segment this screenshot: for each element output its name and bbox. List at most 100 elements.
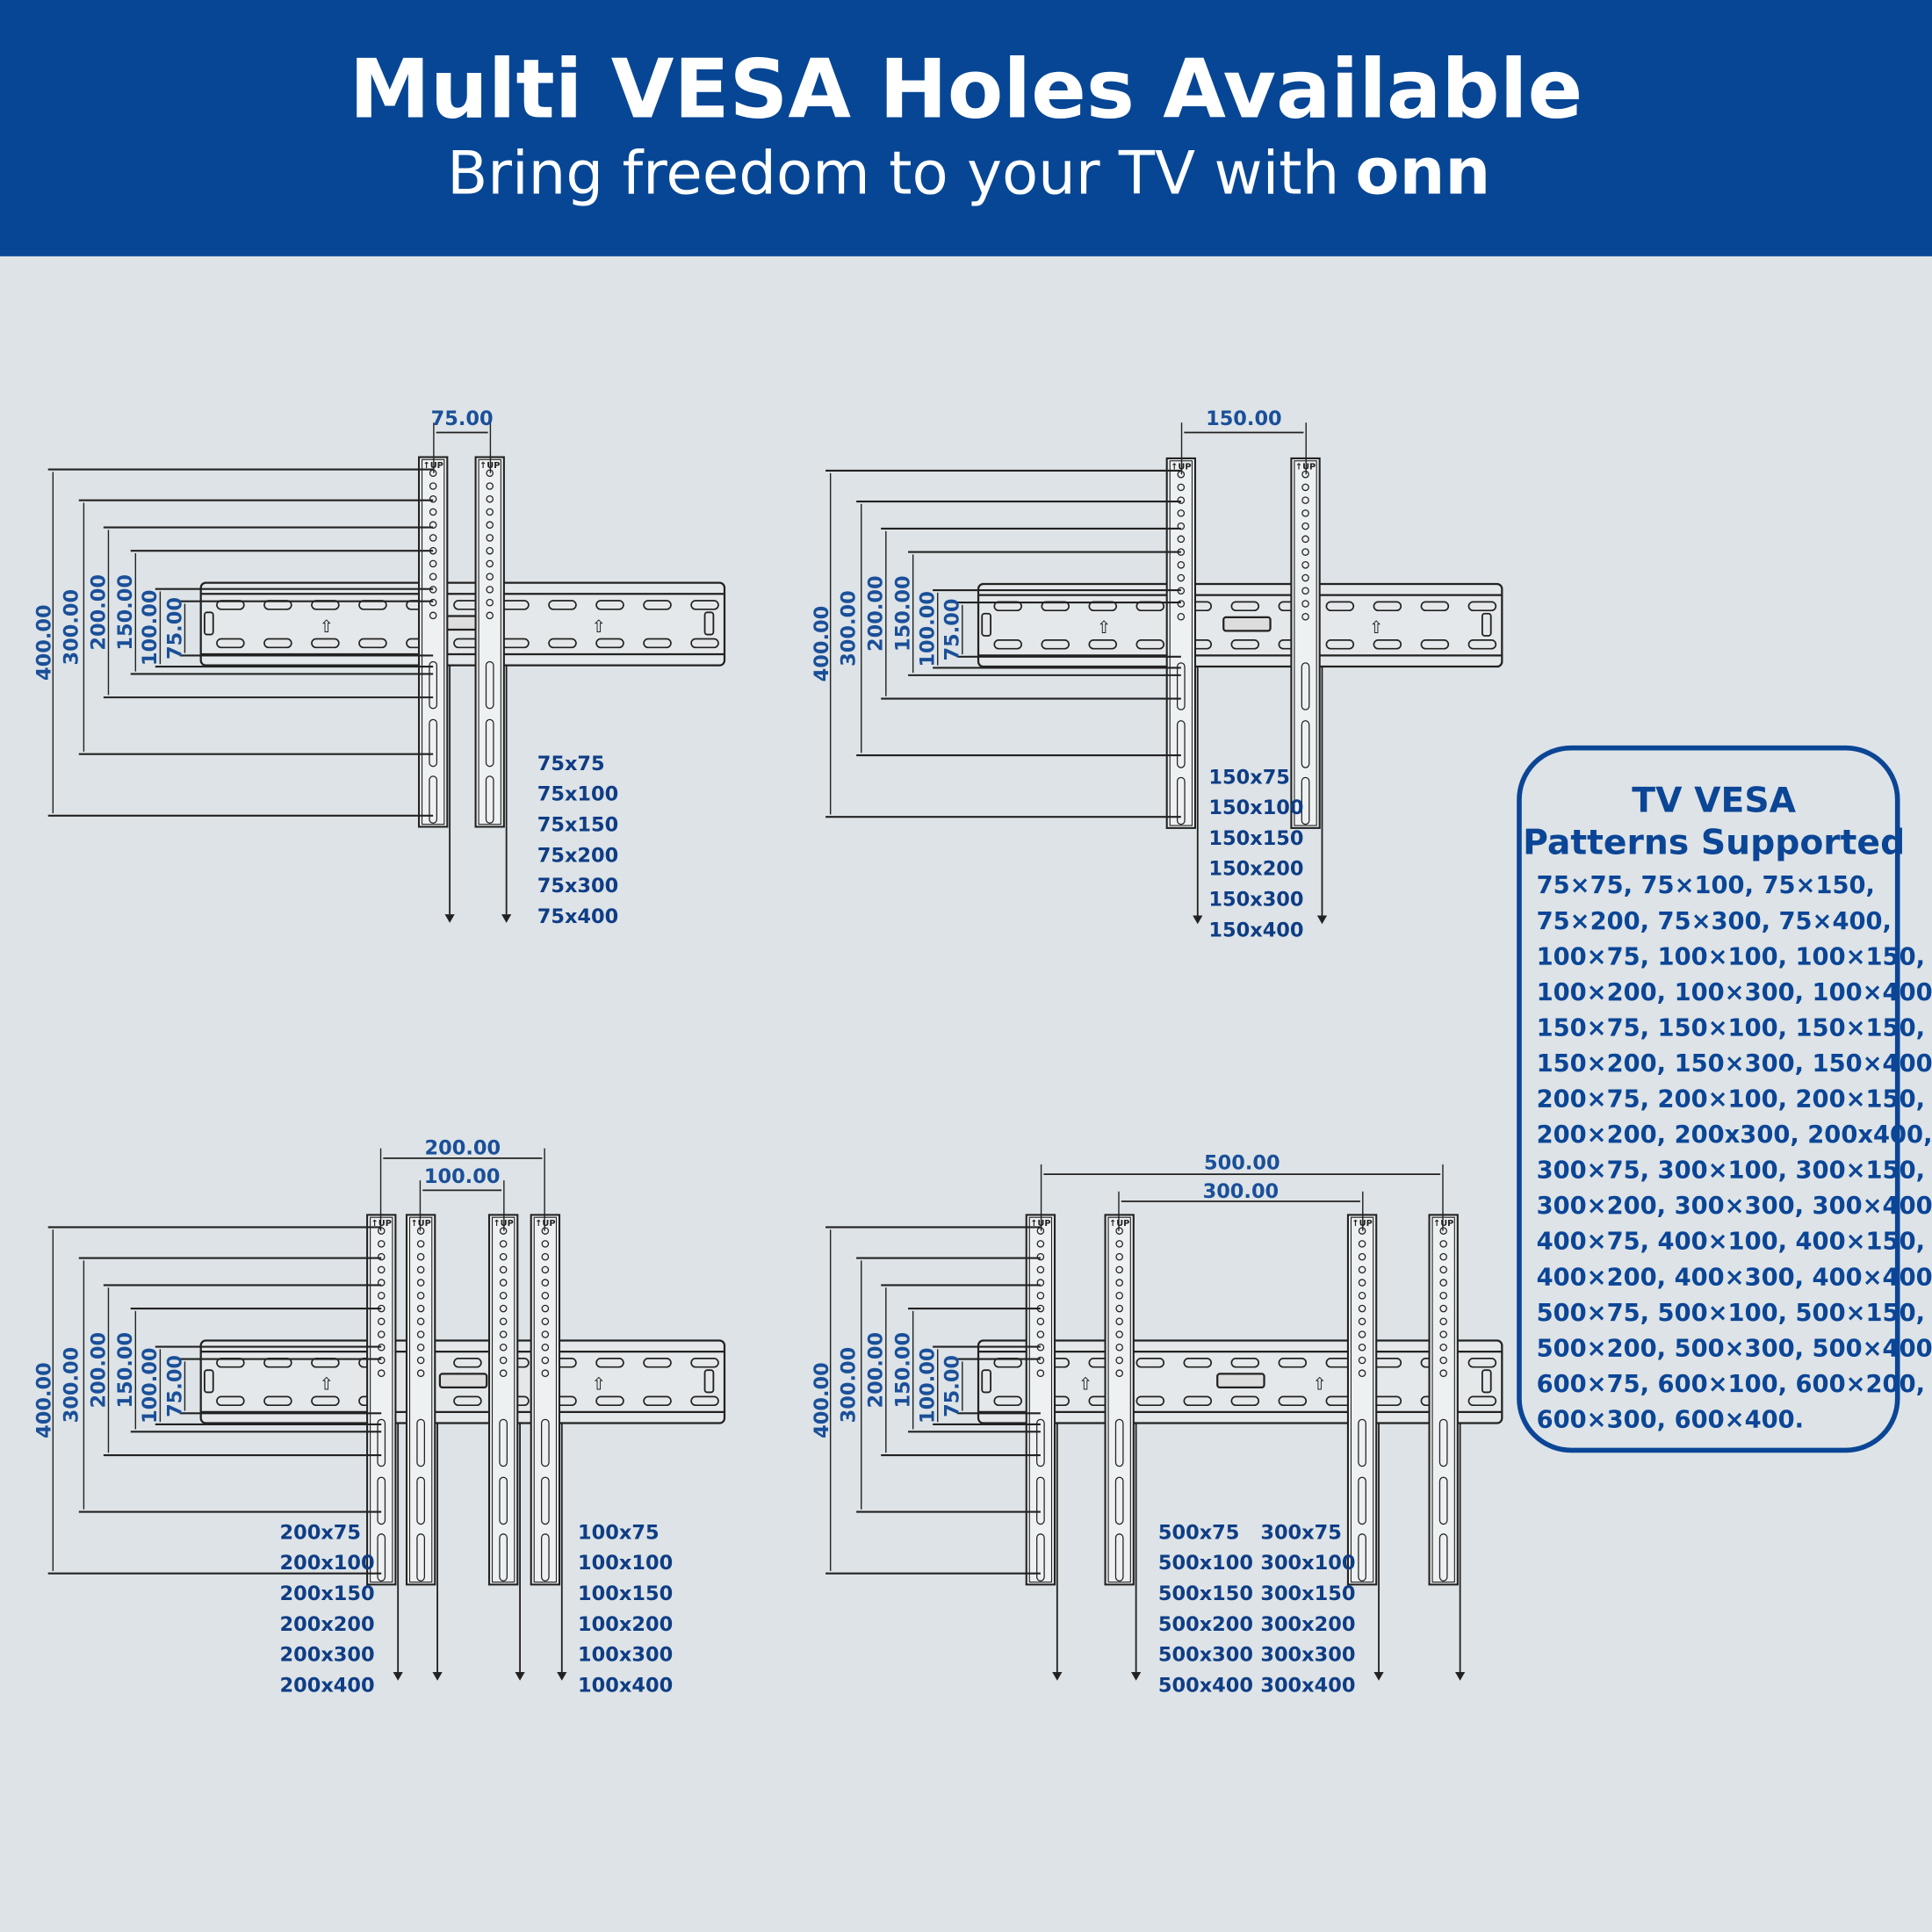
rail-slot	[1467, 601, 1497, 612]
bracket-inner	[533, 1216, 558, 1583]
bracket-hole	[429, 534, 437, 542]
wall-rail: ⇧⇧	[199, 581, 726, 667]
side-dimension-label: 150.00	[114, 574, 137, 651]
bracket-body	[1290, 457, 1321, 829]
rail-slot	[1420, 639, 1450, 650]
pattern-label: 75x75	[537, 753, 605, 775]
bracket-hole	[1177, 509, 1186, 517]
bracket-body	[1165, 457, 1197, 829]
tv-bracket: ↑UP	[417, 456, 455, 923]
supported-pattern-line: 500×200, 500×300, 500×400,	[1537, 1335, 1932, 1362]
drop-arrow-icon	[501, 914, 512, 923]
supported-box-border	[1517, 745, 1900, 1453]
bracket-hole	[377, 1330, 386, 1338]
bracket-slot	[1358, 1418, 1366, 1467]
bracket-hole	[1115, 1292, 1123, 1300]
bracket-hole	[1036, 1356, 1045, 1365]
bracket-hole	[1301, 587, 1309, 595]
rail-slot	[311, 638, 340, 649]
bracket-slot	[541, 1533, 550, 1582]
rail-slot	[453, 1358, 482, 1368]
rail-slot	[643, 1358, 672, 1368]
rail-slot	[263, 1395, 292, 1407]
side-dimension-label: 400.00	[33, 1362, 56, 1438]
up-arrow-icon: ⇧	[1078, 1375, 1092, 1395]
bracket-hole	[1301, 561, 1309, 569]
supported-pattern-line: 150×200, 150×300, 150×400,	[1537, 1050, 1932, 1078]
pattern-label: 150x400	[1208, 919, 1303, 941]
rail-slot	[690, 638, 719, 649]
rail-slot	[1183, 1358, 1213, 1368]
bracket-hole	[1036, 1330, 1045, 1338]
rail-slot	[216, 638, 245, 649]
bracket-hole	[499, 1304, 508, 1313]
bracket-hole	[1439, 1304, 1447, 1313]
bracket-hole	[1358, 1356, 1366, 1365]
diagrams: ⇧⇧↑UP↑UP400.00300.00200.00150.00100.0075…	[33, 407, 1503, 1697]
side-dimension-label: 100.00	[917, 1347, 940, 1424]
bracket-hole	[486, 573, 494, 580]
pattern-label: 300x100	[1260, 1552, 1355, 1575]
rail-slot	[1467, 1395, 1497, 1407]
bracket-hole	[1358, 1240, 1366, 1248]
bracket-hole	[486, 521, 494, 529]
rail-slot	[1373, 639, 1402, 650]
side-dimension-label: 300.00	[838, 1347, 861, 1424]
bracket-hole	[486, 546, 494, 555]
supported-pattern-line: 100×75, 100×100, 100×150,	[1537, 943, 1925, 970]
rail-slot	[1088, 639, 1118, 650]
rail-slot	[643, 638, 672, 649]
bracket-slot	[416, 1533, 425, 1582]
pattern-label: 500x150	[1158, 1582, 1253, 1605]
bracket-hole	[1036, 1369, 1045, 1377]
rail-slot	[1041, 639, 1070, 650]
side-dimension-label: 100.00	[917, 591, 940, 667]
bracket-hole	[1301, 535, 1309, 544]
bracket-hole	[541, 1330, 550, 1338]
bracket-hole	[1115, 1343, 1123, 1352]
supported-pattern-line: 150×75, 150×100, 150×150,	[1537, 1014, 1925, 1042]
bracket-slot	[1036, 1533, 1045, 1582]
supported-pattern-line: 75×200, 75×300, 75×400,	[1537, 908, 1892, 935]
rail-slot	[690, 1395, 719, 1407]
bracket-hole	[486, 534, 494, 542]
supported-box-title-1: TV VESA	[1632, 782, 1796, 821]
wall-rail: ⇧⇧	[977, 582, 1503, 668]
pattern-label: 300x200	[1260, 1613, 1355, 1636]
up-arrow-icon: ⇧	[1369, 618, 1383, 638]
rail-slot	[453, 1395, 482, 1407]
supported-pattern-line: 400×75, 400×100, 400×150,	[1537, 1229, 1925, 1256]
bracket-hole	[416, 1317, 425, 1326]
diagram-200-100: ⇧⇧↑UP↑UP↑UP↑UP400.00300.00200.00150.0010…	[33, 1137, 726, 1697]
rail-slot	[1230, 639, 1260, 650]
bracket-hole	[1301, 509, 1309, 517]
bracket-hole	[541, 1343, 550, 1352]
bracket-hole	[541, 1252, 550, 1261]
supported-box-title-2: Patterns Supported	[1523, 823, 1905, 862]
bracket-slot	[485, 718, 494, 768]
side-dimension-label: 300.00	[838, 590, 861, 667]
bracket-hole	[1177, 535, 1186, 544]
bracket-hole	[1439, 1252, 1447, 1261]
center-lock	[1222, 616, 1272, 632]
pattern-label: 75x200	[537, 844, 619, 867]
pattern-label: 100x100	[578, 1552, 673, 1575]
bracket-hole	[1115, 1369, 1123, 1377]
bracket-body	[487, 1214, 519, 1586]
drop-arrow-icon	[1193, 915, 1203, 925]
rail-slot	[1278, 1358, 1308, 1368]
page-title: Multi VESA Holes Available	[350, 41, 1583, 136]
bracket-hole	[1036, 1292, 1045, 1300]
bracket-hole	[499, 1292, 508, 1300]
bracket-hole	[486, 494, 494, 503]
bracket-hole	[1439, 1279, 1447, 1287]
bracket-hole	[416, 1292, 425, 1300]
bracket-hole	[377, 1240, 386, 1248]
bracket-hole	[541, 1279, 550, 1287]
pattern-label: 100x200	[578, 1613, 673, 1636]
rail-slot	[1325, 639, 1355, 650]
bracket-hole	[416, 1265, 425, 1274]
supported-pattern-line: 400×200, 400×300, 400×400,	[1537, 1264, 1932, 1291]
rail-end-tab	[203, 611, 214, 636]
rail-end-tab	[703, 611, 715, 636]
